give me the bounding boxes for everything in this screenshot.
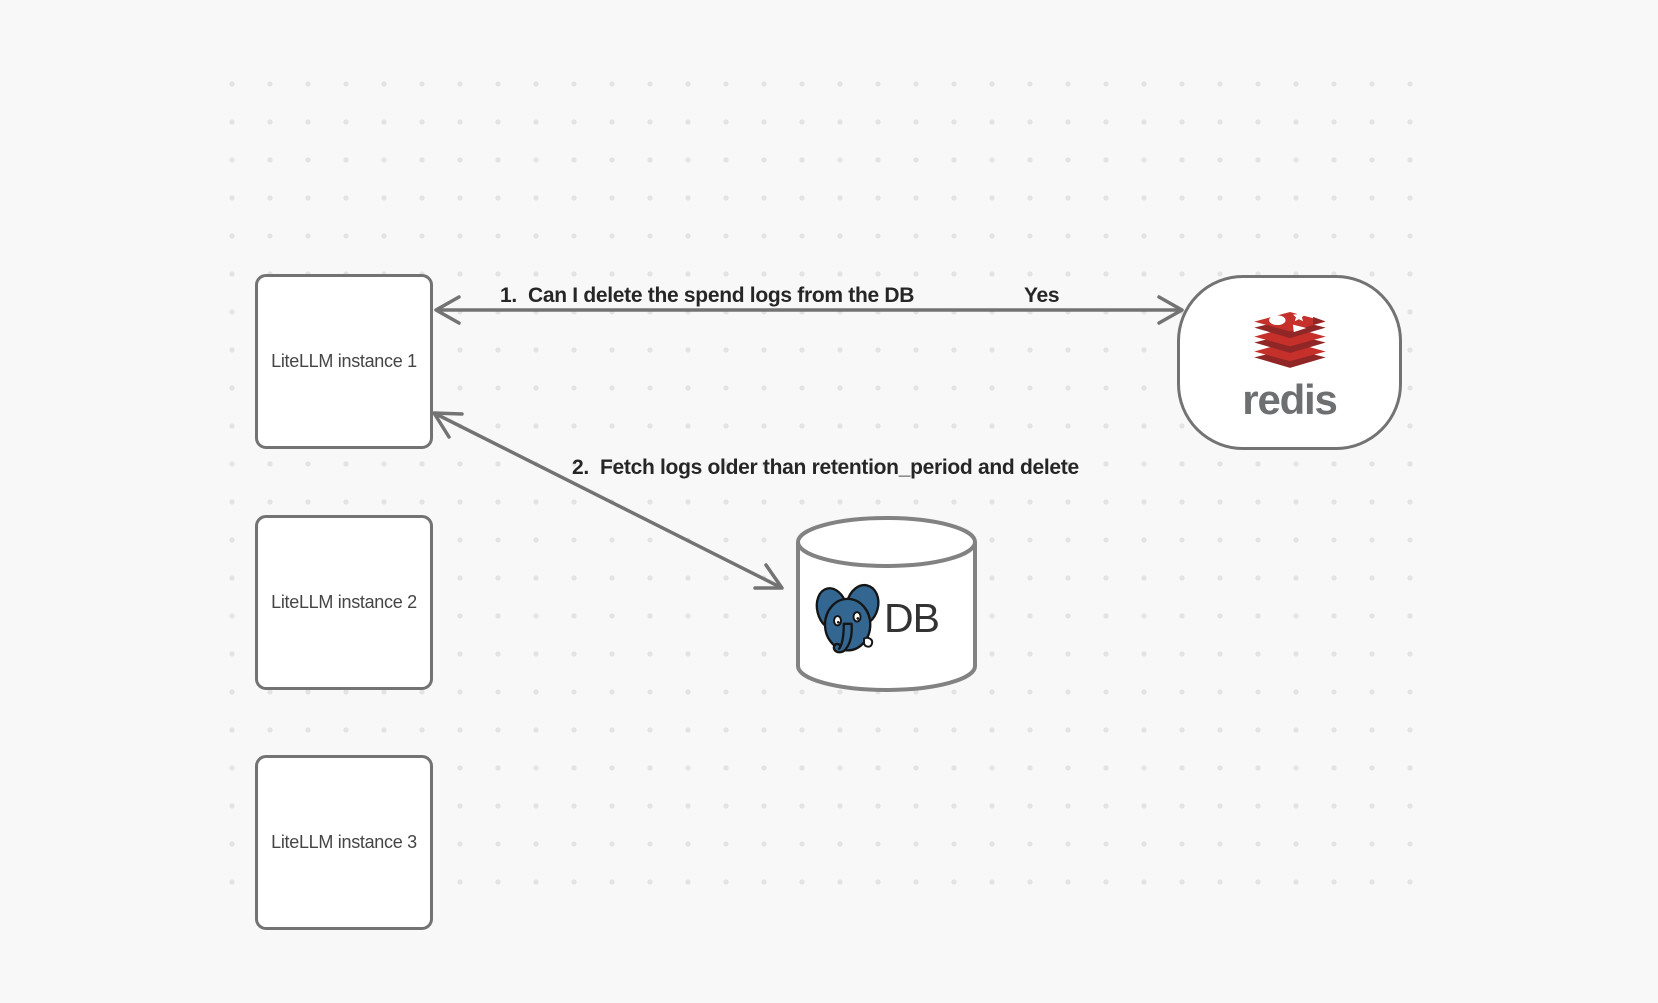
- redis-wordmark: redis: [1242, 375, 1338, 423]
- node-label: LiteLLM instance 1: [271, 351, 417, 371]
- node-litellm-instance-3: LiteLLM instance 3: [255, 755, 433, 930]
- node-redis: redis: [1177, 275, 1402, 450]
- node-litellm-instance-2: LiteLLM instance 2: [255, 515, 433, 690]
- node-litellm-instance-1: LiteLLM instance 1: [255, 274, 433, 449]
- redis-logo-icon: [1253, 311, 1326, 368]
- db-label: DB: [884, 595, 940, 641]
- edge1-answer: Yes: [1024, 284, 1060, 307]
- postgres-elephant-icon: [815, 583, 880, 654]
- node-label: LiteLLM instance 3: [271, 832, 417, 852]
- node-label: LiteLLM instance 2: [271, 592, 417, 612]
- edge1-label: 1. Can I delete the spend logs from the …: [500, 284, 915, 307]
- edge2-label: 2. Fetch logs older than retention_perio…: [572, 456, 1079, 479]
